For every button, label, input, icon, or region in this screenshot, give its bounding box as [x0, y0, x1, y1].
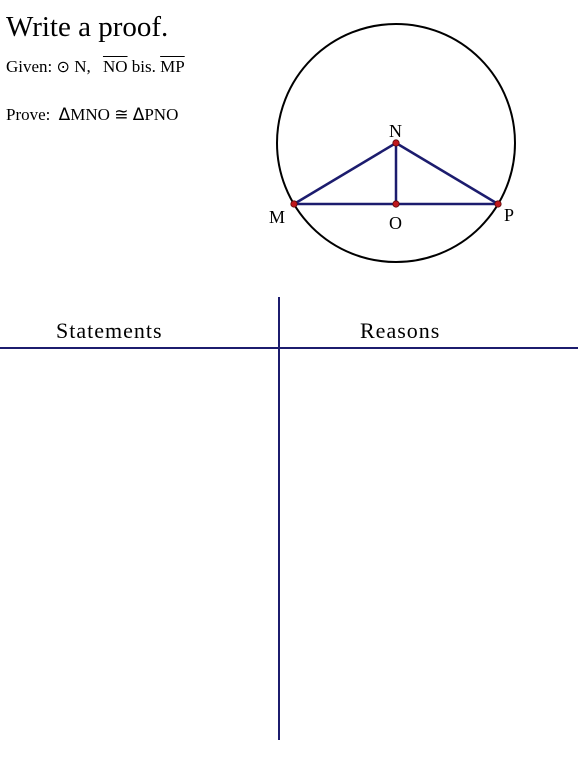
point-p: [494, 200, 502, 208]
point-m: [290, 200, 298, 208]
segment-np: [395, 141, 499, 206]
prove-triangle-2: PNO: [144, 105, 179, 124]
reasons-header: Reasons: [360, 318, 441, 343]
label-m: M: [269, 207, 285, 227]
given-segment-mp: MP: [160, 57, 185, 76]
label-o: O: [389, 213, 402, 233]
triangle-symbol-icon: Δ: [58, 105, 71, 125]
given-relation: bis.: [131, 57, 156, 76]
label-p: P: [504, 205, 514, 225]
given-segment-no: NO: [102, 57, 128, 76]
circle-n: [276, 23, 516, 263]
page-title: Write a proof.: [6, 11, 169, 43]
given-prefix: Given:: [6, 57, 53, 76]
table-column-divider: [278, 297, 280, 740]
prove-statement: Prove: ΔMNO ≅ ΔPNO: [6, 104, 178, 126]
point-o: [392, 200, 400, 208]
prove-triangle-1: MNO: [70, 105, 110, 124]
congruent-symbol-icon: ≅: [114, 105, 129, 125]
given-circle-name: N,: [74, 57, 91, 76]
geometry-diagram: N M O P: [269, 23, 516, 263]
statements-header: Statements: [56, 318, 163, 343]
triangle-symbol-icon: Δ: [132, 105, 145, 125]
segment-mn: [293, 141, 397, 206]
prove-prefix: Prove:: [6, 105, 51, 124]
circle-symbol-icon: ⊙: [56, 57, 70, 76]
table-header-divider: [0, 347, 578, 349]
label-n: N: [389, 121, 402, 141]
point-n: [392, 139, 400, 147]
given-statement: Given: ⊙ N, NO bis. MP: [6, 56, 185, 78]
